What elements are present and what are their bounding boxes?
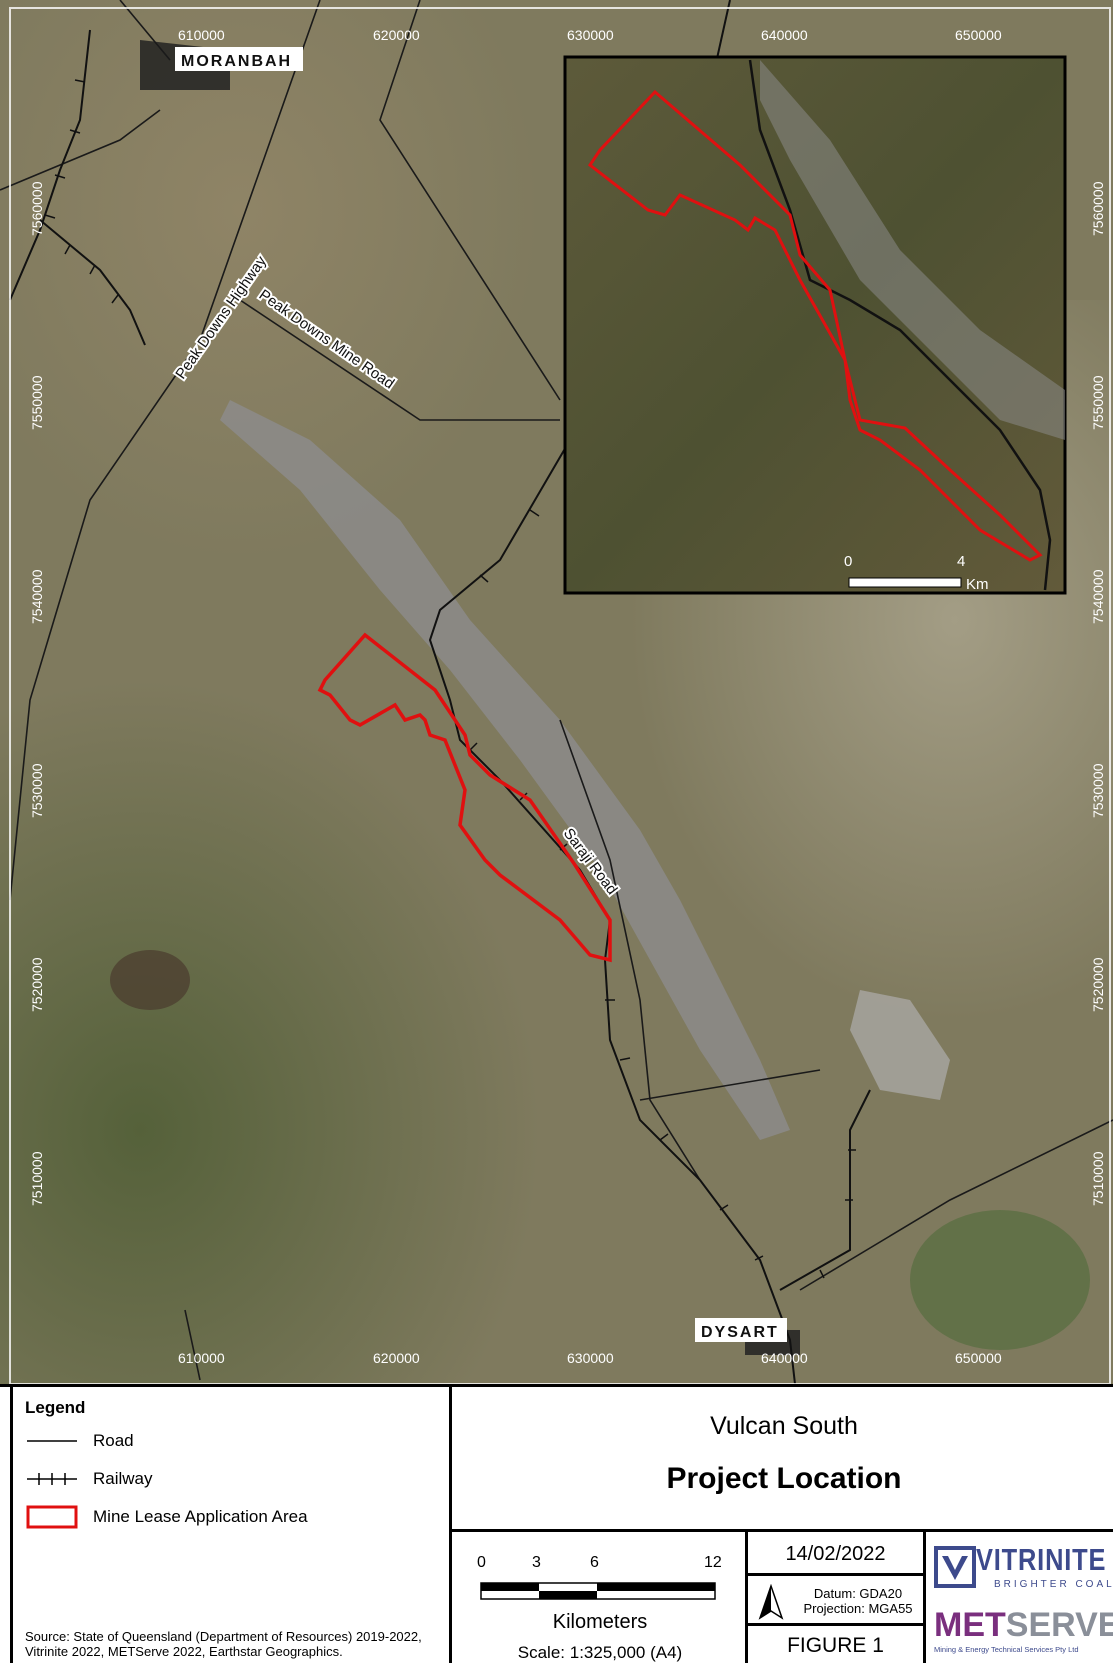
inset-map: 0 4 Km bbox=[563, 55, 1067, 595]
source-note: Source: State of Queensland (Department … bbox=[25, 1629, 422, 1659]
road-sw bbox=[184, 1309, 201, 1381]
grid-easting-label: 640000 bbox=[761, 27, 808, 43]
grid-easting-label: 620000 bbox=[373, 27, 420, 43]
lease-area-main bbox=[317, 632, 612, 963]
inset-railway bbox=[748, 59, 1052, 591]
grid-northing-label: 7540000 bbox=[29, 569, 45, 624]
grid-northing-label: 7550000 bbox=[1090, 375, 1106, 430]
town-label-bg bbox=[695, 1318, 787, 1342]
grid-easting-label: 640000 bbox=[761, 1350, 808, 1366]
grid-northing-label: 7550000 bbox=[29, 375, 45, 430]
grid-easting-label: 630000 bbox=[567, 27, 614, 43]
scale-tick: 0 bbox=[477, 1554, 486, 1571]
grid-northing-label: 7540000 bbox=[1090, 569, 1106, 624]
grid-easting-label: 620000 bbox=[373, 1350, 420, 1366]
vitrinite-wordmark: VITRINITE bbox=[976, 1542, 1107, 1577]
legend-label: Road bbox=[93, 1431, 134, 1450]
scale-tick: 6 bbox=[590, 1554, 599, 1571]
vitrinite-logo-icon bbox=[934, 1546, 976, 1588]
town-moranbah: MORANBAH bbox=[181, 53, 292, 70]
grid-labels-left: 7560000 7550000 7540000 7530000 7520000 … bbox=[29, 181, 45, 1206]
inset-scalebar bbox=[848, 577, 962, 588]
legend-title: Legend bbox=[25, 1398, 86, 1417]
metserve-serve: SERVE bbox=[1005, 1606, 1113, 1644]
road-moranbah bbox=[119, 0, 171, 61]
road-north bbox=[379, 0, 561, 401]
grid-easting-label: 630000 bbox=[567, 1350, 614, 1366]
metserve-met: MET bbox=[934, 1606, 1006, 1644]
legend: Legend Road Railway Mine Lease Applicati… bbox=[10, 1384, 452, 1663]
grid-labels-top: 610000 620000 630000 640000 650000 bbox=[178, 27, 1002, 43]
logos: VITRINITE BRIGHTER COAL METSERVE Mining … bbox=[926, 1532, 1113, 1663]
grid-northing-label: 7560000 bbox=[1090, 181, 1106, 236]
road-saraji bbox=[559, 719, 701, 1181]
figure-number: FIGURE 1 bbox=[787, 1634, 884, 1657]
metserve-tagline: Mining & Energy Technical Services Pty L… bbox=[934, 1645, 1079, 1654]
title-box: Vulcan South Project Location bbox=[452, 1384, 1113, 1532]
road-peak-downs-highway bbox=[9, 0, 321, 901]
grid-northing-label: 7530000 bbox=[1090, 763, 1106, 818]
grid-labels-right: 7560000 7550000 7540000 7530000 7520000 … bbox=[1090, 181, 1106, 1206]
scale-box: 0 3 6 12 Kilometers Scale: 1:325,000 (A4… bbox=[452, 1532, 748, 1663]
grid-northing-label: 7510000 bbox=[1090, 1151, 1106, 1206]
map-frame: 610000 620000 630000 640000 650000 61000… bbox=[0, 0, 1113, 1384]
railway-line-icon bbox=[25, 1468, 79, 1490]
inset-scale-unit: Km bbox=[966, 576, 989, 593]
roads bbox=[0, 0, 1113, 1381]
grid-northing-label: 7510000 bbox=[29, 1151, 45, 1206]
grid-northing-label: 7520000 bbox=[1090, 957, 1106, 1012]
north-arrow-icon bbox=[758, 1584, 784, 1620]
road-line-icon bbox=[25, 1430, 79, 1452]
inset-scale-end: 4 bbox=[957, 553, 965, 570]
railway-west bbox=[9, 29, 91, 301]
grid-easting-label: 610000 bbox=[178, 27, 225, 43]
legend-item-railway: Railway bbox=[25, 1468, 153, 1490]
title-block bbox=[0, 1384, 1113, 1663]
green-fields bbox=[910, 1210, 1090, 1350]
legend-label: Railway bbox=[93, 1469, 153, 1488]
east-mine bbox=[850, 990, 950, 1100]
vitrinite-tagline: BRIGHTER COAL bbox=[994, 1579, 1113, 1590]
scale-tick: 12 bbox=[704, 1554, 722, 1571]
road-se bbox=[799, 1119, 1113, 1291]
grid-northing-label: 7520000 bbox=[29, 957, 45, 1012]
info-box: 14/02/2022 Datum: GDA20 Projection: MGA5… bbox=[748, 1532, 926, 1663]
metserve-wordmark: METSERVE bbox=[934, 1606, 1113, 1645]
grid-northing-label: 7530000 bbox=[29, 763, 45, 818]
datum-label: Datum: GDA20 bbox=[813, 1586, 903, 1601]
town-dysart: DYSART bbox=[701, 1324, 779, 1341]
grid-easting-label: 610000 bbox=[178, 1350, 225, 1366]
project-subtitle: Vulcan South bbox=[710, 1412, 858, 1440]
projection-label: Projection: MGA55 bbox=[803, 1601, 913, 1616]
scale-bar bbox=[480, 1582, 716, 1600]
grid-labels-bottom: 610000 620000 630000 640000 650000 bbox=[178, 1350, 1002, 1366]
scale-tick: 3 bbox=[532, 1554, 541, 1571]
satellite-map: 610000 620000 630000 640000 650000 61000… bbox=[0, 0, 1113, 1384]
legend-item-road: Road bbox=[25, 1430, 134, 1452]
figure-date: 14/02/2022 bbox=[748, 1532, 923, 1576]
figure-title: Project Location bbox=[666, 1462, 902, 1495]
lease-area-icon bbox=[25, 1505, 79, 1529]
grid-easting-label: 650000 bbox=[955, 1350, 1002, 1366]
grid-northing-label: 7560000 bbox=[29, 181, 45, 236]
inset-scale-start: 0 bbox=[844, 553, 852, 570]
neatline bbox=[9, 7, 1111, 1384]
legend-item-lease: Mine Lease Application Area bbox=[25, 1505, 308, 1529]
scale-unit: Kilometers bbox=[552, 1611, 648, 1633]
datum-box: Datum: GDA20 Projection: MGA55 bbox=[748, 1576, 923, 1626]
town-label-bg bbox=[175, 47, 303, 71]
road-peak-downs-mine-road bbox=[239, 299, 560, 421]
legend-label: Mine Lease Application Area bbox=[93, 1507, 308, 1526]
grid-easting-label: 650000 bbox=[955, 27, 1002, 43]
dark-patch bbox=[110, 950, 190, 1010]
scale-ratio: Scale: 1:325,000 (A4) bbox=[517, 1643, 683, 1662]
mine-strip bbox=[220, 400, 790, 1140]
railway-east-spur bbox=[779, 1089, 871, 1291]
road-nw bbox=[0, 109, 161, 191]
inset-lease-area bbox=[587, 89, 1043, 562]
inset-mine bbox=[760, 60, 1065, 440]
datum-text: Datum: GDA20 Projection: MGA55 bbox=[793, 1586, 923, 1616]
road-east bbox=[639, 1069, 821, 1101]
